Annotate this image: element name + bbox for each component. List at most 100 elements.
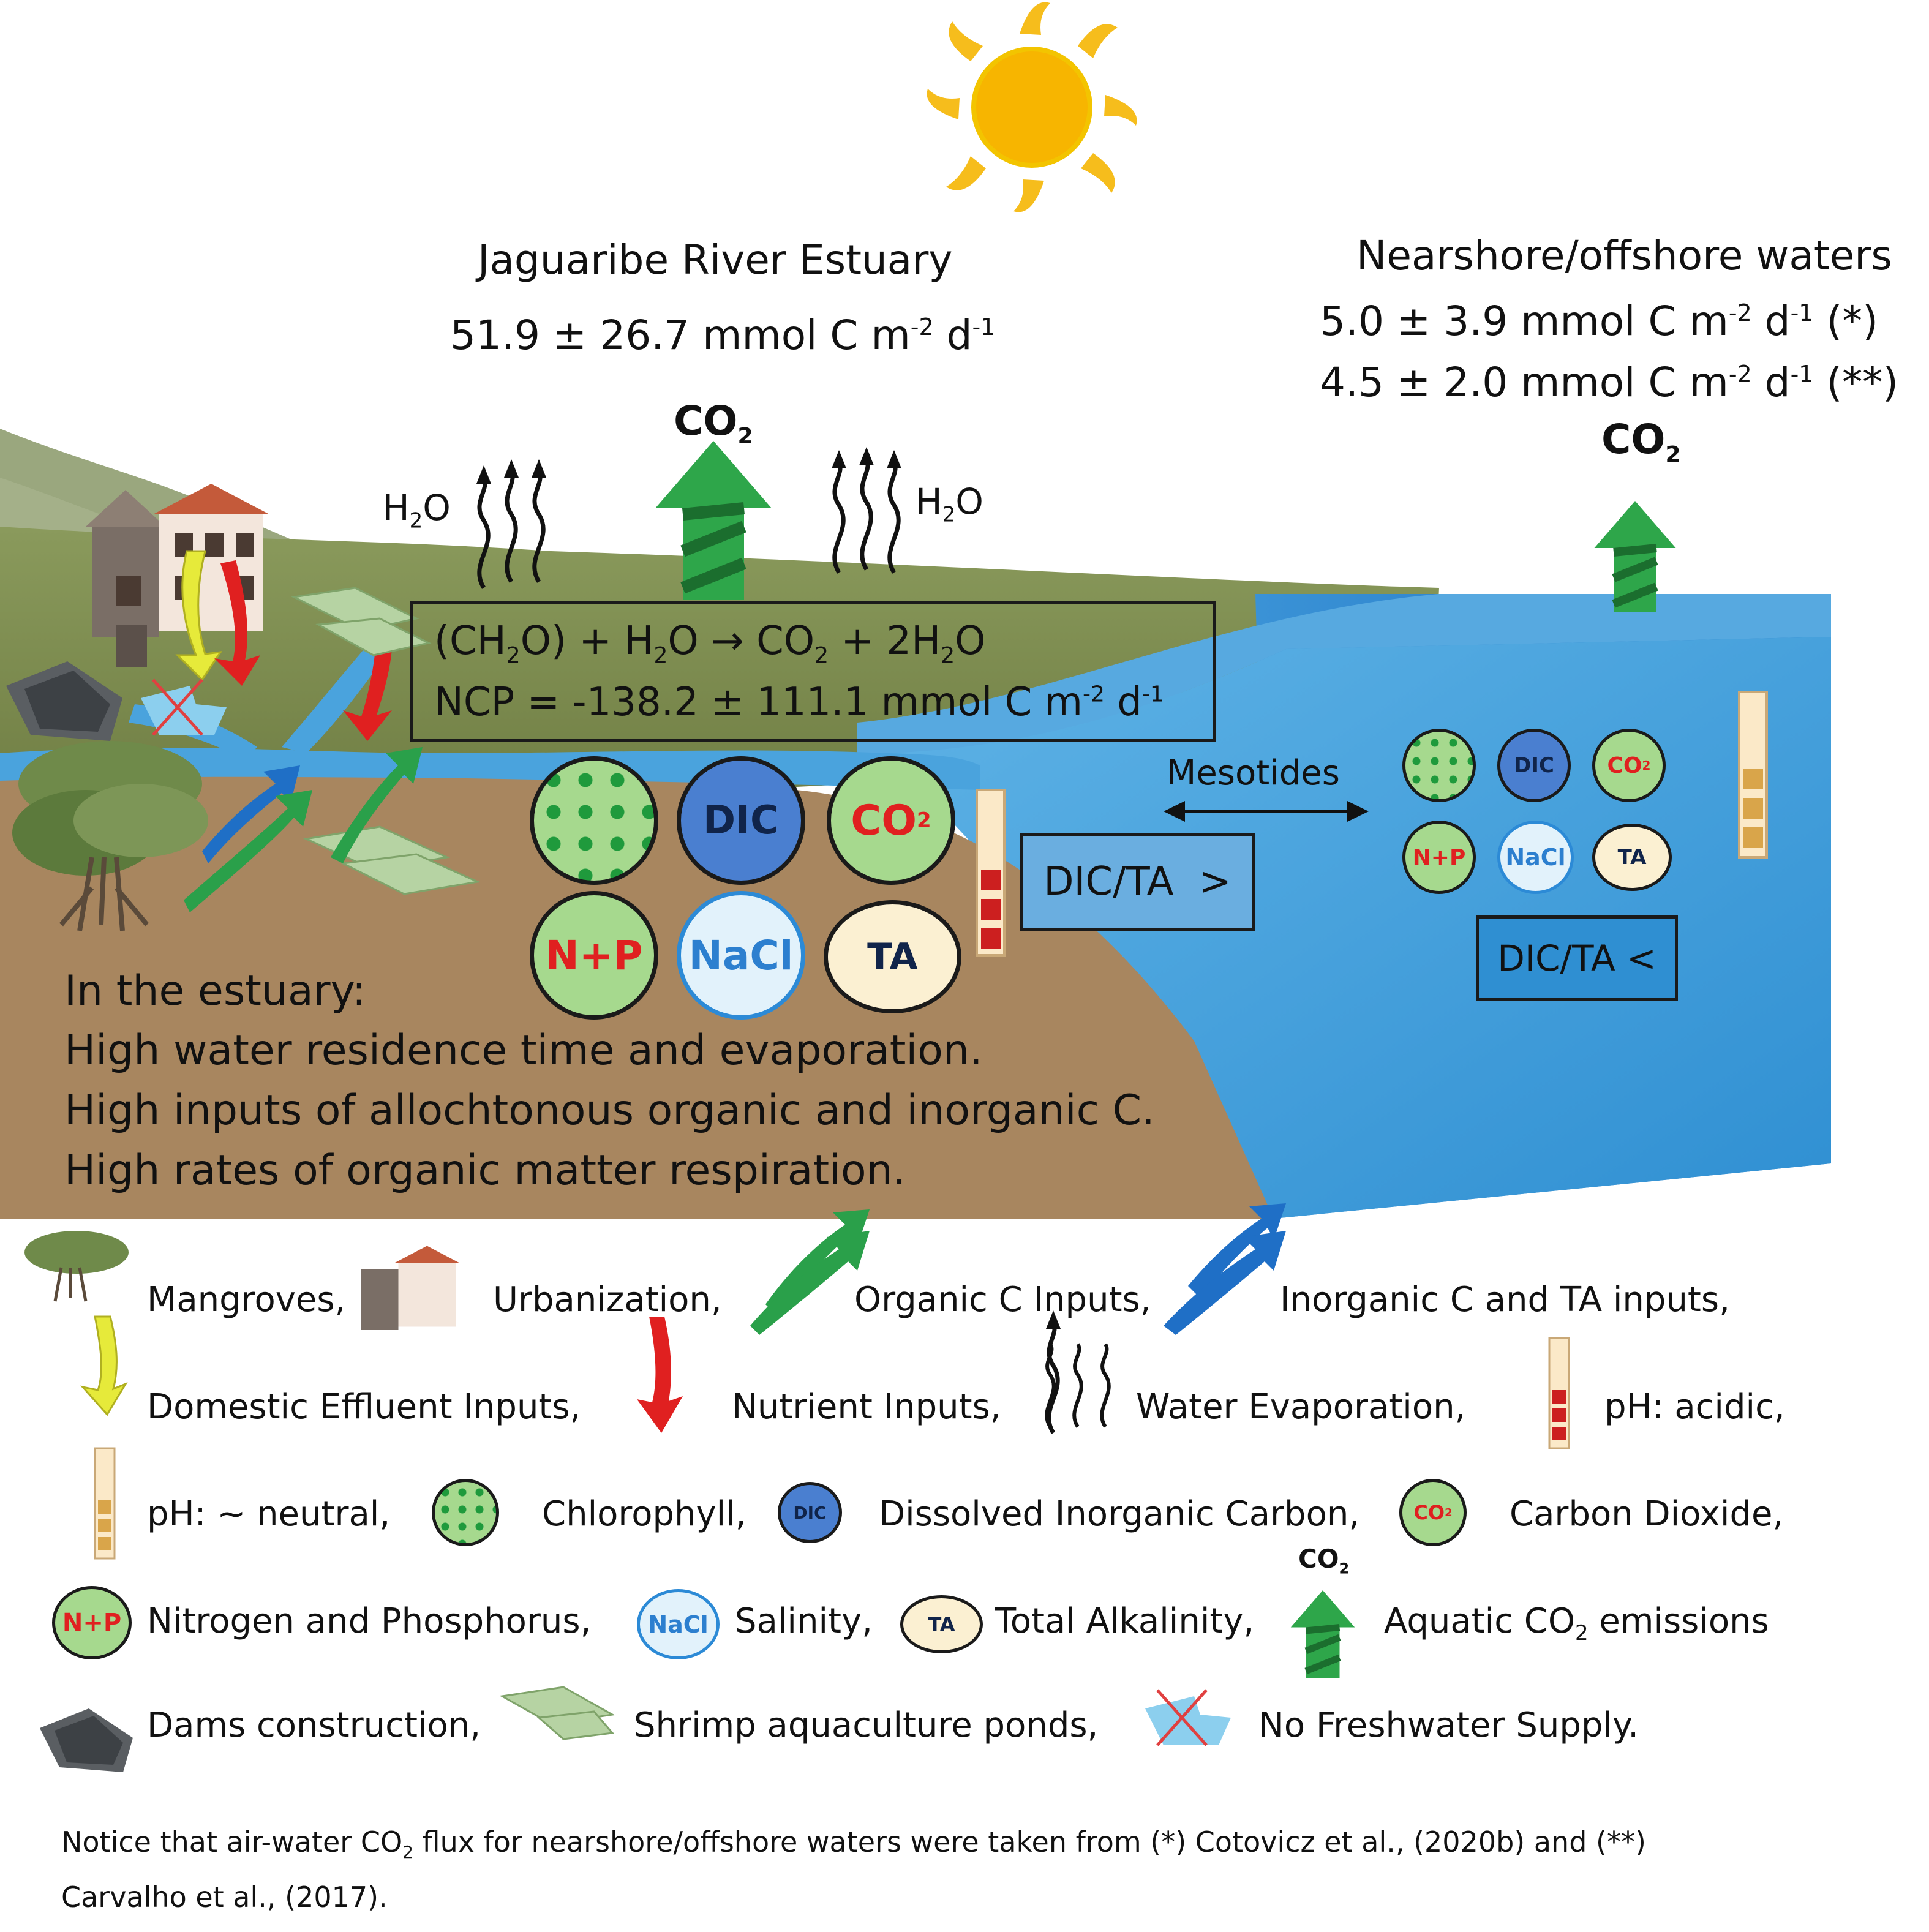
legend-ph-acidic: pH: acidic,	[1604, 1387, 1785, 1427]
legend-aquatic-a: Aquatic CO	[1384, 1601, 1575, 1641]
ta-badge-small-label: TA	[1617, 845, 1647, 870]
eq1-e: O	[955, 618, 986, 664]
domestic-effluent-arrow	[175, 550, 223, 682]
note-line1-b: flux for nearshore/offshore waters were …	[413, 1825, 1646, 1859]
eq2-mid: d	[1104, 680, 1142, 725]
eq1-s2: 2	[653, 642, 668, 668]
np-badge-small: N+P	[1402, 821, 1476, 894]
offshore-flux1-mid: d	[1751, 298, 1791, 345]
offshore-flux2-exp1: -2	[1728, 361, 1752, 388]
legend-co2-arrow-main: CO	[1298, 1544, 1339, 1574]
legend-dic: Dissolved Inorganic Carbon,	[879, 1494, 1360, 1534]
equation-line-1: (CH2O) + H2O → CO2 + 2H2O	[434, 622, 985, 667]
legend-ph-neutral: pH: ~ neutral,	[147, 1494, 391, 1534]
ta-badge-label: TA	[867, 935, 918, 979]
estuary-heading: In the estuary:	[64, 967, 366, 1015]
note-line1-sub: 2	[402, 1842, 413, 1863]
offshore-flux2-value: 4.5 ± 2.0 mmol C m	[1320, 359, 1729, 406]
legend-co2: Carbon Dioxide,	[1510, 1494, 1784, 1534]
eq1-s3: 2	[814, 642, 829, 668]
h2o-left-sub: 2	[409, 508, 423, 533]
legend-dic-icon-label: DIC	[793, 1502, 827, 1523]
h2o-right-h: H	[916, 481, 942, 522]
legend-evaporation: Water Evaporation,	[1136, 1387, 1466, 1427]
h2o-right-sub: 2	[942, 502, 956, 527]
legend-co2-emission-icon	[1291, 1590, 1355, 1678]
estuary-line-2: High inputs of allochtonous organic and …	[64, 1086, 1155, 1135]
legend-salinity: Salinity,	[735, 1601, 873, 1641]
chlorophyll-badge-small	[1402, 729, 1476, 802]
legend-ph-neutral-icon	[94, 1447, 116, 1560]
co2-badge-main: CO	[851, 796, 917, 845]
legend-inorganic-c-icon	[1164, 1231, 1286, 1335]
equation-line-2: NCP = -138.2 ± 111.1 mmol C m-2 d-1	[434, 683, 1164, 722]
legend-domestic: Domestic Effluent Inputs,	[147, 1387, 581, 1427]
eq1-s4: 2	[941, 642, 955, 668]
nacl-badge: NaCl	[677, 891, 805, 1020]
estuary-flux-mid: d	[933, 312, 972, 359]
legend-co2-icon-sub: 2	[1445, 1506, 1453, 1519]
estuary-line-1: High water residence time and evaporatio…	[64, 1026, 983, 1075]
co2-label-offshore-main: CO	[1601, 416, 1666, 463]
eq1-s1: 2	[506, 642, 521, 668]
co2-label-estuary-sub: 2	[737, 424, 753, 449]
estuary-title: Jaguaribe River Estuary	[478, 236, 953, 284]
eq1-d: + 2H	[829, 618, 941, 664]
legend-np-icon-label: N+P	[62, 1609, 122, 1637]
np-badge-small-label: N+P	[1412, 844, 1466, 870]
ta-badge-small: TA	[1592, 824, 1672, 891]
legend-ta: Total Alkalinity,	[995, 1601, 1255, 1641]
ta-badge: TA	[824, 900, 961, 1013]
h2o-label-right: H2O	[916, 484, 983, 525]
legend-nacl-icon: NaCl	[637, 1589, 720, 1659]
offshore-flux1-value: 5.0 ± 3.9 mmol C m	[1320, 298, 1729, 345]
sun-icon	[927, 2, 1137, 212]
eq1-a: (CH	[434, 618, 506, 664]
legend-mangrove-icon	[24, 1231, 129, 1302]
legend-co2-icon-main: CO	[1413, 1501, 1445, 1524]
legend-shrimp: Shrimp aquaculture ponds,	[634, 1705, 1099, 1745]
legend-shrimp-icon	[499, 1686, 615, 1740]
offshore-flux-2: 4.5 ± 2.0 mmol C m-2 d-1 (**)	[1320, 363, 1898, 403]
h2o-label-left: H2O	[383, 490, 451, 532]
legend-co2-arrow-label: CO2	[1298, 1546, 1349, 1576]
no-freshwater-icon	[141, 678, 227, 736]
offshore-flux-1: 5.0 ± 3.9 mmol C m-2 d-1 (*)	[1320, 301, 1878, 342]
np-badge-label: N+P	[545, 931, 643, 979]
nacl-badge-small: NaCl	[1497, 821, 1574, 894]
co2-label-estuary: CO2	[674, 401, 753, 448]
nutrient-arrow	[214, 560, 260, 686]
equation-box: (CH2O) + H2O → CO2 + 2H2O NCP = -138.2 ±…	[410, 601, 1216, 742]
legend-np-icon: N+P	[52, 1586, 132, 1659]
legend-chlorophyll: Chlorophyll,	[542, 1494, 746, 1534]
legend-dic-icon: DIC	[778, 1482, 842, 1543]
legend-nutrient-icon	[637, 1317, 683, 1433]
mesotides-label: Mesotides	[1167, 753, 1340, 793]
dam-icon	[6, 661, 122, 741]
note-line-2: Carvalho et al., (2017).	[61, 1881, 388, 1914]
ph-scale-icon	[976, 691, 1768, 957]
dic-ta-less-label: DIC/TA <	[1497, 938, 1656, 979]
eq2-value: NCP = -138.2 ± 111.1 mmol C m	[434, 680, 1083, 725]
legend-organic-c: Organic C Inputs,	[854, 1280, 1151, 1320]
estuary-flux-value: 51.9 ± 26.7 mmol C m	[450, 312, 911, 359]
legend-house-icon	[361, 1246, 459, 1330]
note-line1-a: Notice that air-water CO	[61, 1825, 403, 1859]
dic-ta-less-box: DIC/TA <	[1476, 915, 1678, 1001]
estuary-flux: 51.9 ± 26.7 mmol C m-2 d-1	[450, 315, 995, 356]
eq1-b: O) + H	[520, 618, 654, 664]
legend-ta-icon-label: TA	[928, 1612, 955, 1636]
dic-ta-greater-box: DIC/TA >	[1020, 833, 1255, 931]
eq2-exp2: -1	[1141, 682, 1164, 707]
co2-badge-small-sub: 2	[1642, 758, 1651, 773]
legend-ph-acidic-icon	[1548, 1337, 1570, 1449]
offshore-flux2-mid: d	[1751, 359, 1791, 406]
legend-dams: Dams construction,	[147, 1705, 481, 1745]
dic-badge-small: DIC	[1497, 729, 1571, 802]
co2-label-offshore: CO2	[1601, 419, 1681, 466]
nacl-badge-label: NaCl	[688, 931, 794, 979]
organic-c-arrow	[184, 790, 312, 912]
shrimp-pond-icon	[291, 587, 481, 895]
dic-ta-greater-label: DIC/TA >	[1043, 859, 1231, 904]
